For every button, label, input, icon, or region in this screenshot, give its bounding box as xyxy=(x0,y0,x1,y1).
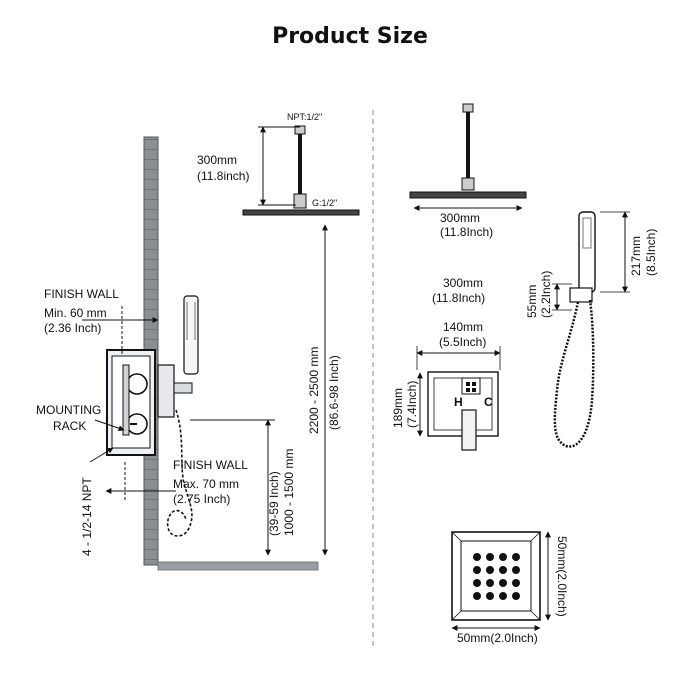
npt-top-label: NPT:1/2" xyxy=(287,112,322,122)
g-thread-label: G:1/2" xyxy=(312,198,337,208)
plate-height-label: 189mm xyxy=(391,388,405,428)
npt-side-label: 4 - 1/2-14 NPT xyxy=(80,477,94,556)
hot-label: H xyxy=(454,395,463,409)
arm-length-label: 300mm xyxy=(197,153,237,167)
holder-height-label: 55mm xyxy=(525,285,539,318)
handheld-length-in-label: (8.5Inch) xyxy=(644,229,658,276)
drain-width-label: 50mm(2.0Inch) xyxy=(457,631,538,645)
plate-height-in-label: (7.4Inch) xyxy=(405,381,419,428)
min-depth-in-label: (2.36 Inch) xyxy=(44,321,101,335)
left-dimension-lines xyxy=(82,126,328,556)
plate-width-in-label: (5.5Inch) xyxy=(439,335,486,349)
plate-arm-label: 300mm xyxy=(443,276,483,290)
max-depth-label: Max. 70 mm xyxy=(173,477,239,491)
holder-height-in-label: (2.2Inch) xyxy=(539,271,553,318)
plate-arm-in-label: (11.8Inch) xyxy=(432,291,485,305)
height-head-label: 2200 - 2500 mm xyxy=(307,347,321,434)
head-width-in-label: (11.8Inch) xyxy=(440,225,493,239)
page-title: Product Size xyxy=(272,24,428,49)
trim-plate-drawing xyxy=(416,346,501,451)
mounting-rack-label-2: RACK xyxy=(53,419,86,433)
finish-wall-label-2: FINISH WALL xyxy=(173,458,248,472)
handheld-drawing xyxy=(552,211,630,448)
finish-wall-label: FINISH WALL xyxy=(44,287,119,301)
min-depth-label: Min. 60 mm xyxy=(44,306,107,320)
wall-section xyxy=(106,125,360,571)
height-valve-in-label-visible: (39-59 Inch) xyxy=(267,471,281,536)
height-head-in-label: (86.6-98 Inch) xyxy=(327,355,341,430)
handheld-length-label: 217mm xyxy=(629,236,643,276)
drain-drawing xyxy=(451,531,551,631)
max-depth-in-label: (2.75 Inch) xyxy=(173,492,230,506)
head-width-label: 300mm xyxy=(440,211,480,225)
shower-head-drawing xyxy=(409,103,527,211)
height-valve-label: 1000 - 1500 mm xyxy=(282,449,296,536)
arm-length-in-label: (11.8inch) xyxy=(197,169,249,183)
drain-height-label: 50mm(2.0Inch) xyxy=(555,536,569,617)
plate-width-label: 140mm xyxy=(443,320,483,334)
cold-label: C xyxy=(484,395,493,409)
mounting-rack-label: MOUNTING xyxy=(36,403,101,417)
